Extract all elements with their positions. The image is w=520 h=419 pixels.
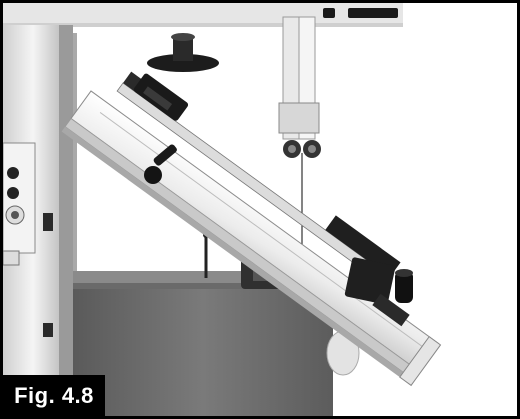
figure-caption-number: 4.8 xyxy=(61,382,94,408)
figure-caption-prefix: Fig. xyxy=(14,382,56,408)
bandsaw-tilted-table-photo xyxy=(3,3,517,416)
figure-caption: Fig. 4.8 xyxy=(3,375,105,416)
